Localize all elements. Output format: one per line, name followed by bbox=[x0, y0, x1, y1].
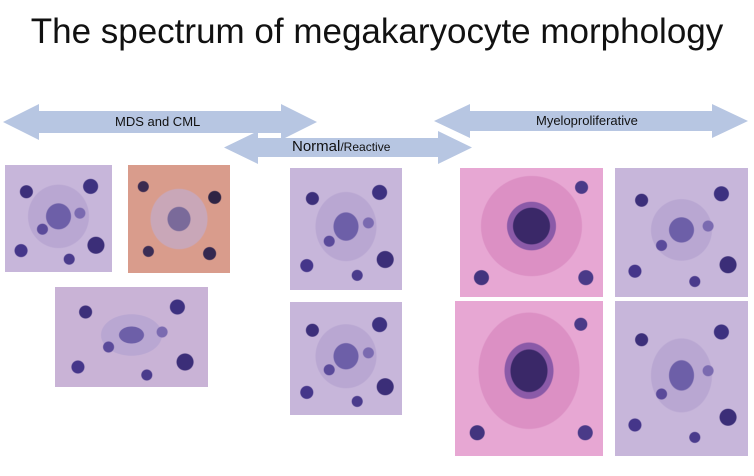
mds-micrograph-2 bbox=[55, 287, 208, 387]
double-arrow-icon bbox=[434, 104, 748, 138]
double-arrow-icon bbox=[224, 131, 472, 164]
mds-micrograph-1 bbox=[5, 165, 112, 272]
mpn-micrograph-2 bbox=[615, 168, 748, 297]
normal-reactive-arrow: Normal/Reactive bbox=[224, 131, 472, 164]
double-arrow-icon bbox=[3, 104, 317, 140]
normal-micrograph-2 bbox=[290, 302, 402, 415]
reactive-label: /Reactive bbox=[340, 140, 391, 154]
cml-micrograph bbox=[128, 165, 230, 273]
myeloproliferative-arrow: Myeloproliferative bbox=[434, 104, 748, 138]
mpn-micrograph-4 bbox=[615, 301, 748, 456]
mds-cml-label: MDS and CML bbox=[115, 114, 201, 129]
normal-reactive-label: Normal/Reactive bbox=[292, 138, 390, 155]
normal-micrograph-1 bbox=[290, 168, 402, 290]
normal-label: Normal bbox=[292, 138, 341, 155]
mpn-micrograph-1 bbox=[460, 168, 603, 297]
myeloproliferative-label: Myeloproliferative bbox=[536, 113, 638, 128]
slide-title: The spectrum of megakaryocyte morphology bbox=[30, 12, 724, 51]
mds-cml-arrow: MDS and CML bbox=[3, 104, 317, 140]
mpn-micrograph-3 bbox=[455, 301, 603, 456]
